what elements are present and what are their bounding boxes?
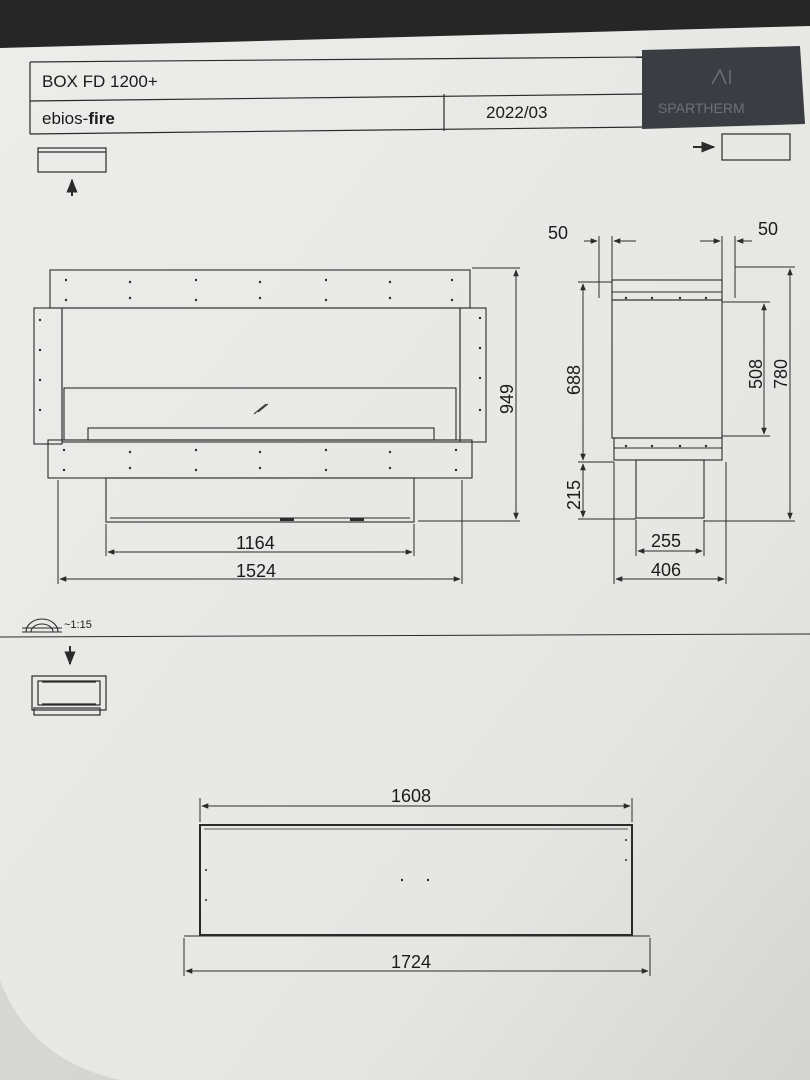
dim-front-total-width: 1524 (236, 561, 276, 581)
title-block (29, 56, 646, 135)
dim-side-depth-base: 255 (651, 531, 681, 551)
side-view-bolts (624, 296, 708, 448)
issue-date: 2022/03 (486, 103, 547, 122)
dim-side-depth-total: 406 (651, 560, 681, 580)
top-view-bolts (205, 839, 627, 901)
series-name: ebios-fire (42, 109, 115, 128)
dim-side-height-base: 215 (564, 480, 584, 510)
dim-top-inner-width: 1608 (391, 786, 431, 806)
svg-text:SPARTHERM: SPARTHERM (658, 100, 745, 116)
dim-side-offset-right: 50 (758, 219, 778, 239)
front-view-bolts (38, 278, 482, 521)
top-view (184, 824, 650, 937)
dim-side-height-inner: 508 (746, 359, 766, 389)
drawing-scale: ~1:15 (64, 619, 92, 631)
front-view-icon (37, 147, 107, 196)
top-dimensions (183, 798, 651, 976)
side-view-icon (693, 133, 791, 161)
model-name: BOX FD 1200+ (42, 72, 158, 91)
dim-side-offset-left: 50 (548, 223, 568, 243)
photo-shadow (0, 980, 120, 1080)
paper (0, 26, 810, 1080)
brand-logo: SPARTHERM (642, 46, 805, 129)
front-view (33, 269, 487, 523)
front-dimensions (57, 267, 520, 584)
dim-front-inner-width: 1164 (236, 533, 275, 553)
dim-side-height-total: 780 (771, 359, 791, 389)
side-dimensions (578, 236, 795, 584)
top-view-icon (31, 646, 107, 716)
dim-front-height: 949 (497, 384, 517, 414)
scale-icon (22, 618, 62, 633)
dim-top-total-width: 1724 (391, 952, 431, 972)
dim-side-height-main: 688 (564, 365, 584, 395)
section-divider (0, 633, 810, 638)
